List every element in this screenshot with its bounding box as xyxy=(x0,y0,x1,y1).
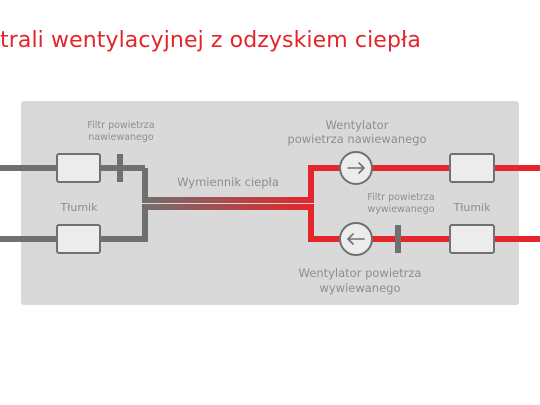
fan-supply-label-line2: powietrza nawiewanego xyxy=(287,132,426,146)
fan-supply-label-line1: Wentylator xyxy=(326,118,389,132)
filter-exhaust-label-line2: wywiewanego xyxy=(368,204,435,215)
heat-exchanger-pipes xyxy=(142,197,314,210)
fan-supply xyxy=(339,151,373,185)
fan-exhaust-label-line1: Wentylator powietrza xyxy=(299,266,422,280)
silencer-right-label: Tłumik xyxy=(453,201,492,214)
arrow-right-icon xyxy=(347,162,365,174)
silencer-left-bottom xyxy=(56,224,101,254)
silencer-left-label: Tłumik xyxy=(60,201,99,214)
filter-supply xyxy=(117,154,123,182)
filter-exhaust-label-line1: Filtr powietrza xyxy=(367,192,434,203)
silencer-left-top xyxy=(56,153,101,183)
arrow-left-icon xyxy=(347,233,365,245)
filter-supply-label-line2: nawiewanego xyxy=(88,132,154,143)
silencer-right-top xyxy=(449,153,495,183)
fan-exhaust-label-line2: wywiewanego xyxy=(319,281,400,295)
heat-exchanger-label: Wymiennik ciepła xyxy=(177,175,279,189)
filter-exhaust xyxy=(395,225,401,253)
duct-right xyxy=(308,165,540,242)
silencer-right-bottom xyxy=(449,224,495,254)
page-title: trali wentylacyjnej z odzyskiem ciepła xyxy=(0,28,421,53)
filter-supply-label-line1: Filtr powietrza xyxy=(87,120,154,131)
fan-exhaust xyxy=(339,222,373,256)
